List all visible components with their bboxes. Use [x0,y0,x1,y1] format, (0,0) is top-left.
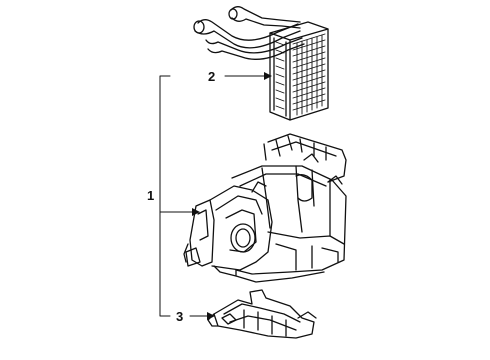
arrow-2 [264,72,272,80]
arrow-1 [192,208,200,216]
blower-outlet [230,223,256,253]
callout-1: 1 [147,188,154,203]
heater-core [193,6,329,121]
leader-lines [159,75,271,317]
heater-core-fins [275,33,326,116]
callout-2: 2 [208,69,215,84]
heater-core-tubes [193,6,305,60]
arrow-3 [207,312,215,320]
bracket-line [159,75,171,317]
arrowheads [192,72,272,320]
lower-duct [207,289,317,339]
heater-housing [183,133,347,283]
heater-core-frame [269,21,329,121]
callout-3: 3 [176,309,183,324]
